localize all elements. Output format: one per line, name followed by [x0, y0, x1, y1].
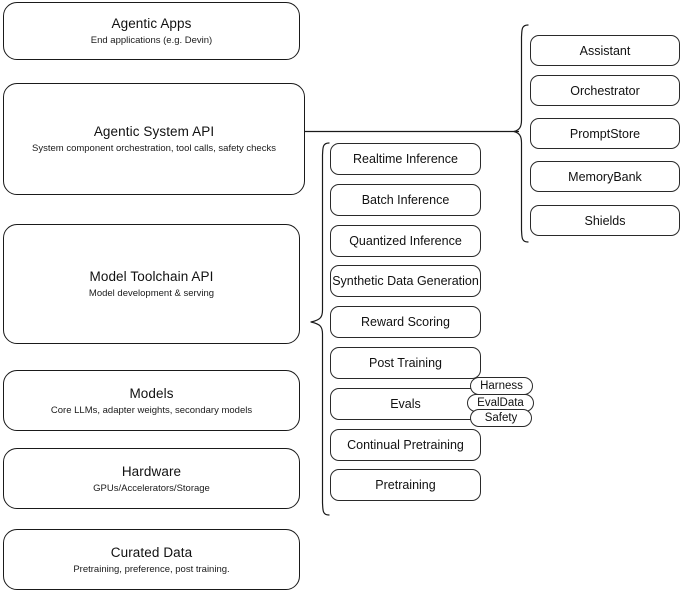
- layer-subtitle: System component orchestration, tool cal…: [32, 143, 276, 154]
- layer-subtitle: Core LLMs, adapter weights, secondary mo…: [50, 404, 253, 416]
- capability-label: Post Training: [369, 356, 442, 370]
- layer-subtitle: GPUs/Accelerators/Storage: [93, 482, 210, 494]
- capability-pretraining[interactable]: Pretraining: [330, 469, 481, 501]
- evals-subcomponent-safety[interactable]: Safety: [470, 409, 532, 427]
- layer-title: Curated Data: [110, 544, 193, 560]
- layer-agentic-apps[interactable]: Agentic Apps End applications (e.g. Devi…: [3, 2, 300, 60]
- layer-curated-data[interactable]: Curated Data Pretraining, preference, po…: [3, 529, 300, 590]
- capability-label: Reward Scoring: [361, 315, 450, 329]
- capability-post-training[interactable]: Post Training: [330, 347, 481, 379]
- layer-model-toolchain-api[interactable]: Model Toolchain API Model development & …: [3, 224, 300, 344]
- layer-title: Models: [129, 385, 174, 401]
- layer-models[interactable]: Models Core LLMs, adapter weights, secon…: [3, 370, 300, 431]
- capability-label: Synthetic Data Generation: [332, 274, 479, 288]
- toolchain-capabilities-brace: [310, 142, 330, 516]
- system-component-memorybank[interactable]: MemoryBank: [530, 161, 680, 192]
- component-label: Assistant: [579, 43, 631, 58]
- capability-label: Continual Pretraining: [347, 438, 464, 452]
- capability-synthetic-data-generation[interactable]: Synthetic Data Generation: [330, 265, 481, 297]
- capability-label: Quantized Inference: [349, 234, 462, 248]
- component-label: MemoryBank: [568, 169, 642, 184]
- capability-label: Realtime Inference: [353, 152, 458, 166]
- layer-hardware[interactable]: Hardware GPUs/Accelerators/Storage: [3, 448, 300, 509]
- capability-realtime-inference[interactable]: Realtime Inference: [330, 143, 481, 175]
- layer-subtitle: End applications (e.g. Devin): [90, 35, 213, 46]
- pill-label: EvalData: [477, 397, 524, 409]
- system-component-assistant[interactable]: Assistant: [530, 35, 680, 66]
- layer-subtitle: Model development & serving: [88, 288, 215, 299]
- component-label: PromptStore: [569, 126, 641, 141]
- system-component-shields[interactable]: Shields: [530, 205, 680, 236]
- capability-label: Pretraining: [375, 478, 436, 492]
- capability-evals[interactable]: Evals: [330, 388, 481, 420]
- pill-label: Safety: [484, 412, 518, 424]
- layer-subtitle: Pretraining, preference, post training.: [73, 563, 230, 575]
- component-label: Orchestrator: [570, 83, 640, 98]
- component-label: Shields: [584, 213, 626, 228]
- capability-batch-inference[interactable]: Batch Inference: [330, 184, 481, 216]
- pill-label: Harness: [480, 380, 523, 392]
- capability-quantized-inference[interactable]: Quantized Inference: [330, 225, 481, 257]
- layer-title: Agentic Apps: [111, 16, 192, 31]
- evals-subcomponent-harness[interactable]: Harness: [470, 377, 533, 395]
- layer-title: Agentic System API: [93, 124, 215, 139]
- layer-title: Hardware: [121, 463, 182, 479]
- system-component-orchestrator[interactable]: Orchestrator: [530, 75, 680, 106]
- capability-label: Batch Inference: [361, 193, 450, 207]
- capability-continual-pretraining[interactable]: Continual Pretraining: [330, 429, 481, 461]
- system-components-brace: [513, 24, 529, 243]
- capability-label: Evals: [390, 397, 421, 411]
- layer-title: Model Toolchain API: [89, 269, 214, 284]
- system-component-promptstore[interactable]: PromptStore: [530, 118, 680, 149]
- layer-agentic-system-api[interactable]: Agentic System API System component orch…: [3, 83, 305, 195]
- capability-reward-scoring[interactable]: Reward Scoring: [330, 306, 481, 338]
